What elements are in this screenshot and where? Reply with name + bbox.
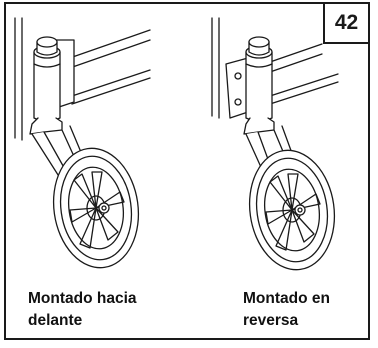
caption-front-mounted: Montado hacia delante: [28, 290, 137, 329]
page-number-badge: 42: [323, 4, 368, 44]
caster-reverse-mounted: [211, 17, 339, 271]
caption-reverse-mounted: Montado en reversa: [243, 290, 330, 329]
caster-front-mounted: [14, 17, 151, 269]
